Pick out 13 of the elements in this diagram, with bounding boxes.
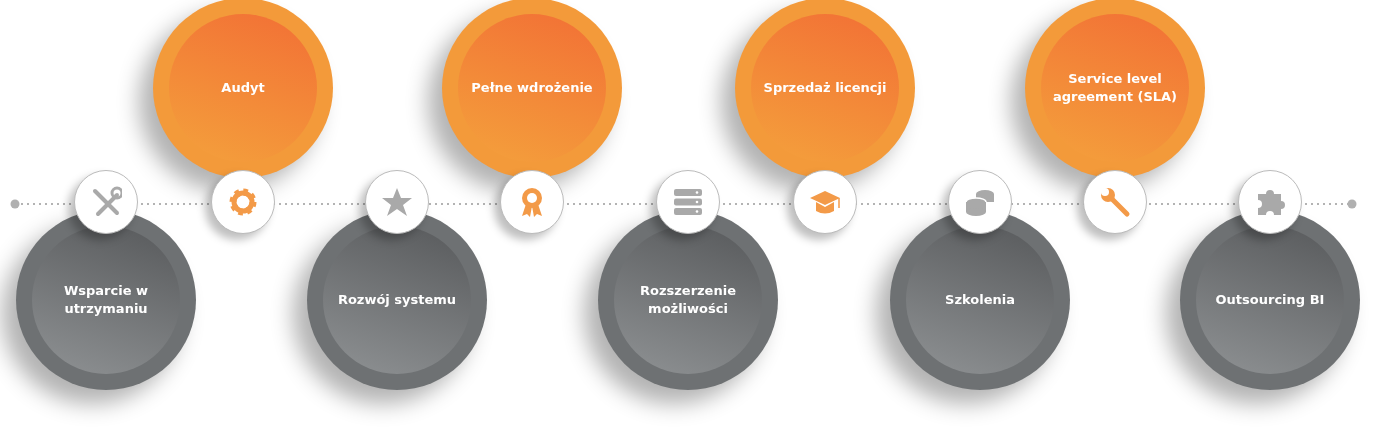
step-label: Rozwój systemu	[336, 291, 458, 309]
step-label: Wsparcie w utrzymaniu	[62, 282, 150, 318]
step-circle	[1025, 0, 1205, 178]
step-label: Outsourcing BI	[1214, 291, 1326, 309]
step-label: Service level agreement (SLA)	[1051, 70, 1179, 106]
step-circle	[735, 0, 915, 178]
step-label: Sprzedaż licencji	[762, 79, 888, 97]
step-label: Audyt	[220, 79, 266, 97]
step-label: Szkolenia	[944, 291, 1016, 309]
step-circle	[153, 0, 333, 178]
step-label: Pełne wdrożenie	[470, 79, 594, 97]
step-label: Rozszerzenie możliwości	[639, 282, 737, 318]
step-circle	[442, 0, 622, 178]
